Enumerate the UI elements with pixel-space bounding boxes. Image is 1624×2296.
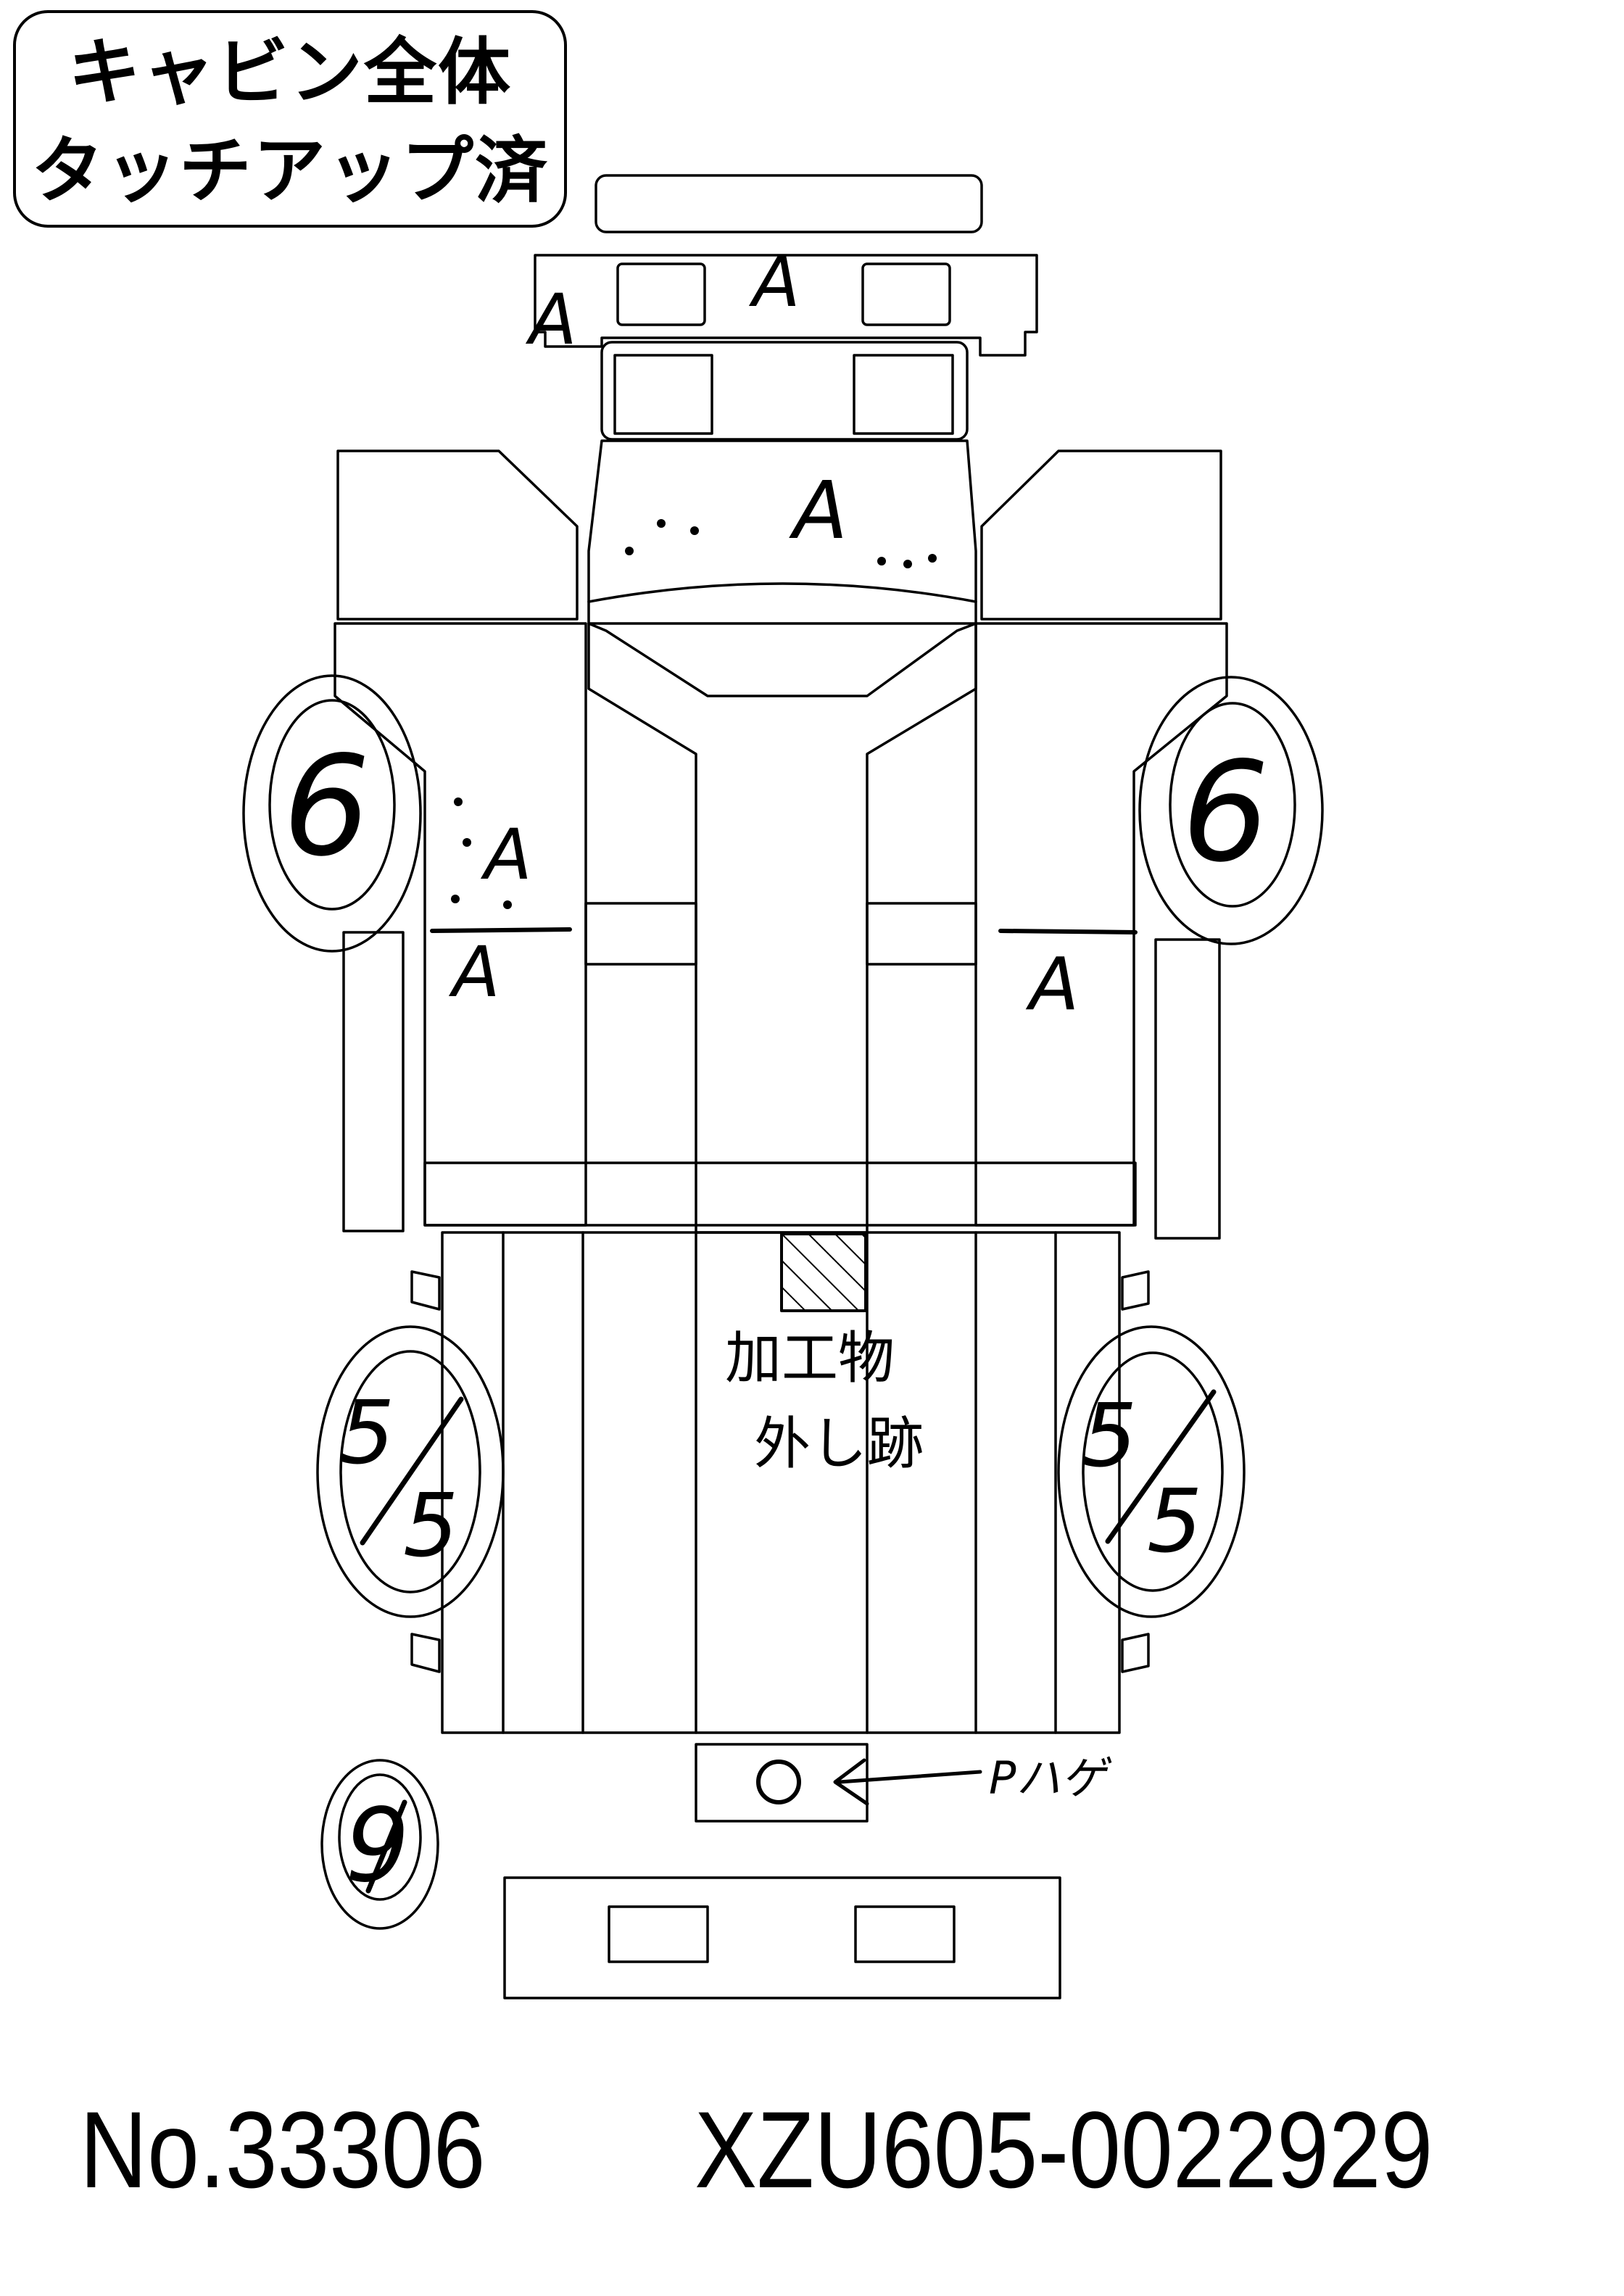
- tire-front-left: [242, 674, 422, 953]
- tire-front-right-inner: [1169, 702, 1296, 908]
- cross-member-upper: [584, 902, 697, 966]
- tire-grade-rear-left-bottom: 5: [403, 1476, 458, 1577]
- grade-a-bumper-left: A: [525, 279, 577, 360]
- front-bumper: [594, 174, 983, 233]
- wiper-left: [613, 354, 713, 435]
- spare-tire-inner: [338, 1773, 422, 1901]
- tire-rear-right-slash: [1105, 1389, 1217, 1544]
- cab-side-left: [334, 622, 587, 1227]
- frame-center: [587, 622, 977, 1234]
- rear-bumper: [503, 1876, 1061, 1999]
- step-right: [1154, 938, 1221, 1240]
- hitch-arrow-head: [833, 1758, 869, 1806]
- mudflap-rl: [410, 1633, 441, 1673]
- note-line-1: キャビン全体: [68, 30, 512, 115]
- scratch-line-left: [430, 927, 572, 933]
- tire-rear-right: [1057, 1325, 1246, 1618]
- door-right: [980, 449, 1222, 621]
- step-left: [342, 931, 405, 1232]
- tire-rear-right-inner: [1082, 1351, 1224, 1592]
- windshield-frame: [600, 341, 969, 441]
- tire-front-left-inner: [268, 699, 396, 911]
- remark-line2: 外し跡: [754, 1412, 924, 1477]
- taillight-left: [608, 1905, 709, 1963]
- cabin-note-box: キャビン全体 タッチアップ済: [13, 10, 567, 228]
- tire-grade-front-right: 6: [1182, 732, 1269, 892]
- headlight-left: [616, 262, 706, 326]
- spare-slash: [365, 1799, 407, 1894]
- mudflap-fl: [410, 1270, 441, 1311]
- door-left: [336, 449, 579, 621]
- front-grille-panel: [534, 254, 1038, 357]
- tire-rear-left: [316, 1325, 505, 1618]
- dent-dots: [451, 519, 937, 909]
- tire-grade-rear-right-top: 5: [1082, 1386, 1137, 1487]
- remark-line1: 加工物: [725, 1326, 895, 1391]
- rear-frame: [441, 1231, 1121, 1734]
- cross-member-lower: [423, 1161, 1137, 1227]
- roof-front-curve: [587, 582, 977, 603]
- grade-a-right: A: [1025, 942, 1079, 1027]
- cross-member-upper-r: [866, 902, 977, 966]
- hitch-plate: [695, 1743, 869, 1823]
- tire-grade-front-left: 6: [283, 726, 370, 887]
- stock-number: No.33306: [80, 2089, 486, 2210]
- hitch-mark: [756, 1760, 801, 1804]
- taillight-right: [854, 1905, 956, 1963]
- tire-rear-left-inner: [339, 1350, 481, 1593]
- damage-hatch: [780, 1232, 867, 1312]
- grade-a-bumper-center: A: [748, 241, 800, 323]
- tire-rear-left-slash: [360, 1396, 464, 1546]
- scratch-line-right: [998, 929, 1138, 934]
- grade-a-left-upper: A: [480, 814, 532, 895]
- tire-grade-rear-left-top: 5: [339, 1383, 394, 1484]
- vin-number: XZU605-0022929: [695, 2089, 1433, 2210]
- spare-grade: 9: [345, 1787, 410, 1905]
- tire-grade-rear-right-bottom: 5: [1147, 1472, 1202, 1572]
- grade-a-left-lower: A: [448, 932, 500, 1013]
- cab-side-right: [974, 622, 1228, 1227]
- headlight-right: [861, 262, 951, 326]
- tire-front-right: [1138, 676, 1324, 945]
- wiper-right: [853, 354, 954, 435]
- grade-a-roof: A: [789, 464, 848, 557]
- cab-roof: [587, 439, 977, 625]
- hitch-arrow-shaft: [837, 1770, 982, 1784]
- spare-tire: [320, 1759, 439, 1930]
- mudflap-rr: [1121, 1633, 1150, 1673]
- note-line-2: タッチアップ済: [31, 128, 549, 213]
- mudflap-fr: [1121, 1270, 1150, 1311]
- hitch-label: Pハゲ: [989, 1752, 1111, 1804]
